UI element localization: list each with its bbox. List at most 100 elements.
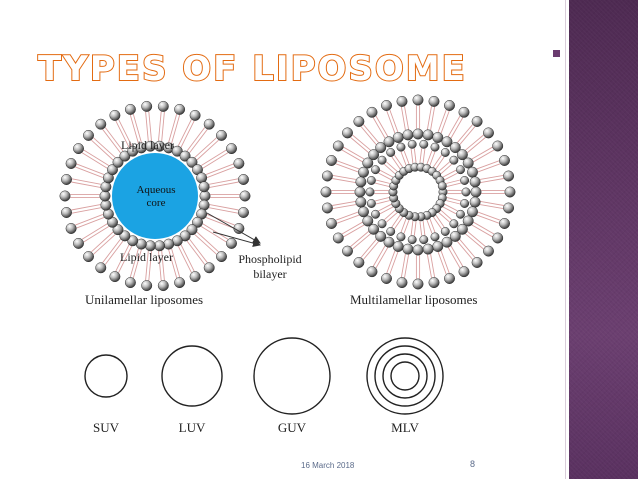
phospholipid-tail (332, 204, 357, 210)
phospholipid-tail (148, 111, 152, 141)
phospholipid-tail (389, 109, 399, 133)
phospholipid-head (332, 140, 344, 152)
phospholipid-tail (391, 214, 401, 228)
phospholipid-tail (104, 240, 124, 265)
phospholipid-tail (177, 119, 192, 147)
phospholipid-head (174, 103, 186, 115)
phospholipid-head (430, 142, 440, 152)
phospholipid-head (239, 190, 251, 202)
phospholipid-tail (360, 126, 377, 145)
phospholipid-tail (479, 204, 504, 210)
phospholipid-head (112, 224, 124, 236)
phospholipid-tail (444, 203, 458, 212)
phospholipid-tail (93, 234, 116, 255)
phospholipid-tail (83, 226, 110, 243)
phospholipid-tail (465, 233, 484, 250)
phospholipid-head (383, 136, 395, 148)
phospholipid-tail (341, 149, 363, 163)
phospholipid-head (449, 219, 459, 229)
luv-vesicle (161, 345, 223, 407)
phospholipid-tail (476, 160, 500, 170)
phospholipid-head (449, 230, 461, 242)
phospholipid-tail (335, 163, 359, 173)
phospholipid-tail (104, 127, 124, 152)
phospholipid-head (174, 277, 186, 289)
phospholipid-head (412, 128, 424, 140)
phospholipid-tail (177, 245, 192, 273)
phospholipid-tail (440, 163, 453, 175)
phospholipid-head (141, 280, 153, 292)
phospholipid-head (99, 190, 111, 202)
phospholipid-tail (374, 196, 390, 202)
phospholipid-tail (180, 120, 195, 148)
phospholipid-tail (375, 115, 389, 137)
phospholipid-tail (480, 178, 504, 184)
phospholipid-head (95, 118, 107, 130)
phospholipid-head (199, 190, 211, 202)
phospholipid-head (366, 106, 378, 118)
phospholipid-tail (75, 166, 104, 179)
phospholipid-tail (171, 114, 181, 144)
phospholipid-tail (404, 254, 410, 278)
aqueous-core (112, 153, 198, 239)
phospholipid-head (124, 277, 136, 289)
sidebar-texture (569, 0, 638, 479)
phospholipid-head (171, 145, 183, 157)
phospholipid-tail (102, 238, 121, 263)
phospholipid-tail (473, 149, 495, 163)
phospholipid-tail (400, 218, 407, 233)
liposome-diagram: Lipid layer Aqueous core Lipid layer Pho… (59, 94, 516, 435)
phospholipid-tail (432, 216, 442, 230)
phospholipid-tail (447, 247, 461, 269)
divider-line (565, 0, 566, 479)
phospholipid-head (392, 132, 404, 143)
phospholipid-head (458, 266, 470, 278)
phospholipid-head (321, 170, 333, 182)
phospholipid-head (95, 262, 107, 274)
phospholipid-tail (422, 220, 426, 236)
phospholipid-head (124, 103, 136, 115)
phospholipid-head (441, 236, 453, 248)
phospholipid-tail (180, 244, 195, 272)
phospholipid-tail (429, 218, 436, 233)
phospholipid-tail (467, 231, 486, 247)
phospholipid-head (444, 273, 455, 284)
phospholipid-tail (450, 245, 464, 267)
phospholipid-tail (438, 212, 450, 223)
phospholipid-head (226, 237, 237, 249)
phospholipid-head (383, 236, 395, 248)
phospholipid-tail (437, 109, 447, 133)
phospholipid-head (458, 106, 470, 118)
phospholipid-tail (386, 250, 396, 274)
phospholipid-head (492, 232, 504, 244)
phospholipid-tail (386, 161, 398, 172)
phospholipid-tail (467, 137, 486, 153)
phospholipid-head (492, 140, 504, 152)
phospholipid-head (355, 176, 367, 188)
phospholipid-head (377, 219, 387, 229)
phospholipid-head (392, 241, 404, 252)
phospholipid-head (216, 251, 227, 263)
phospholipid-tail (71, 204, 101, 211)
phospholipid-tail (206, 166, 235, 179)
phospholipid-head (226, 143, 237, 155)
suv-vesicle (84, 354, 128, 398)
phospholipid-head (192, 216, 203, 228)
core-label-line1: Aqueous (136, 184, 175, 196)
phospholipid-tail (383, 163, 396, 175)
phospholipid-head (83, 129, 94, 141)
phospholipid-tail (363, 124, 379, 143)
outer-lipid-layer-label: Lipid layer (121, 138, 174, 152)
phospholipid-tail (189, 129, 208, 154)
phospholipid-tail (410, 148, 414, 164)
phospholipid-head (366, 199, 376, 208)
phospholipid-tail (386, 110, 396, 134)
phospholipid-tail (422, 148, 426, 164)
phospholipid-head (179, 230, 191, 242)
phospholipid-head (422, 243, 434, 255)
phospholipid-tail (194, 234, 217, 255)
phospholipid-head (444, 100, 455, 111)
phospholipid-head (368, 223, 380, 235)
phospholipid-head (366, 266, 378, 278)
phospholipid-head (141, 100, 153, 112)
